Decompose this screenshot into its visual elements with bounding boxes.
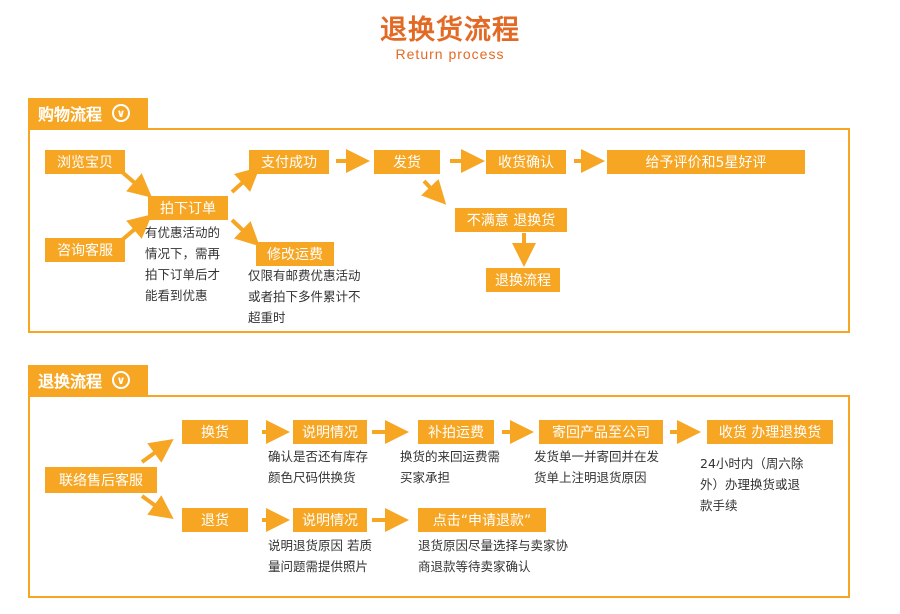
node-receive: 收货确认	[486, 150, 566, 174]
node-review: 给予评价和5星好评	[607, 150, 805, 174]
note-line: 说明退货原因 若质	[268, 538, 372, 553]
arrow-browse-order	[120, 170, 153, 198]
node-send-back: 寄回产品至公司	[539, 420, 663, 444]
note-repost-fee: 换货的来回运费需 买家承担	[400, 446, 500, 488]
note-line: 退货原因尽量选择与卖家协	[418, 538, 569, 553]
arrow-ship-unsatisfied	[421, 179, 447, 205]
return-flow-box	[28, 395, 850, 598]
note-line: 颜色尺码供换货	[268, 470, 356, 485]
note-modify-fee: 仅限有邮费优惠活动 或者拍下多件累计不 超重时	[248, 265, 361, 328]
arrow-contact-exchange	[140, 438, 174, 464]
note-line: 仅限有邮费优惠活动	[248, 268, 361, 283]
purchase-flow-tab[interactable]: 购物流程 ∨	[28, 98, 148, 128]
note-line: 换货的来回运费需	[400, 449, 501, 464]
note-explain2: 说明退货原因 若质 量问题需提供照片	[268, 535, 372, 577]
node-process: 收货 办理退换货	[707, 420, 833, 444]
node-ship: 发货	[374, 150, 440, 174]
note-line: 买家承担	[400, 470, 451, 485]
node-contact: 联络售后客服	[45, 467, 157, 493]
note-line: 情况下，需再	[145, 246, 221, 261]
note-line: 有优惠活动的	[145, 225, 221, 240]
note-line: 货单上注明退货原因	[534, 470, 647, 485]
note-line: 款手续	[700, 498, 738, 513]
note-explain1: 确认是否还有库存 颜色尺码供换货	[268, 446, 368, 488]
node-refund: 退货	[182, 508, 248, 532]
node-explain2: 说明情况	[293, 508, 367, 532]
node-apply: 点击“申请退款”	[418, 508, 546, 532]
node-return-flow: 退换流程	[486, 268, 560, 292]
note-order: 有优惠活动的 情况下，需再 拍下订单后才 能看到优惠	[145, 222, 220, 306]
chevron-down-icon: ∨	[112, 371, 131, 389]
note-line: 商退款等待卖家确认	[418, 559, 531, 574]
note-line: 量问题需提供照片	[268, 559, 369, 574]
arrow-consult-order	[120, 214, 153, 242]
note-line: 超重时	[248, 310, 286, 325]
return-flow-tab[interactable]: 退换流程 ∨	[28, 365, 148, 395]
chevron-down-icon: ∨	[112, 104, 131, 122]
page-title: 退换货流程	[380, 15, 520, 46]
node-unsatisfied: 不满意 退换货	[455, 208, 567, 232]
note-line: 外）办理换货或退	[700, 477, 801, 492]
node-consult: 咨询客服	[45, 238, 125, 262]
note-line: 拍下订单后才	[145, 267, 221, 282]
node-pay: 支付成功	[249, 150, 329, 174]
page-subtitle: Return process	[395, 46, 505, 62]
return-flow-tab-label: 退换流程	[38, 372, 103, 391]
arrow-contact-refund	[140, 494, 174, 520]
node-browse: 浏览宝贝	[45, 150, 125, 174]
node-exchange: 换货	[182, 420, 248, 444]
note-process: 24小时内（周六除 外）办理换货或退 款手续	[700, 453, 803, 516]
purchase-flow-tab-label: 购物流程	[38, 105, 103, 124]
note-line: 24小时内（周六除	[700, 456, 804, 471]
note-line: 或者拍下多件累计不	[248, 289, 361, 304]
arrow-order-pay	[230, 166, 260, 194]
node-repost-fee: 补拍运费	[418, 420, 494, 444]
node-order: 拍下订单	[148, 196, 228, 220]
note-line: 确认是否还有库存	[268, 449, 369, 464]
node-modify-fee: 修改运费	[256, 242, 334, 266]
purchase-flow-box	[28, 128, 850, 333]
node-explain1: 说明情况	[293, 420, 367, 444]
arrow-order-modify	[230, 218, 260, 247]
note-line: 能看到优惠	[145, 288, 208, 303]
note-line: 发货单一并寄回并在发	[534, 449, 660, 464]
note-apply: 退货原因尽量选择与卖家协 商退款等待卖家确认	[418, 535, 568, 577]
note-send-back: 发货单一并寄回并在发 货单上注明退货原因	[534, 446, 659, 488]
